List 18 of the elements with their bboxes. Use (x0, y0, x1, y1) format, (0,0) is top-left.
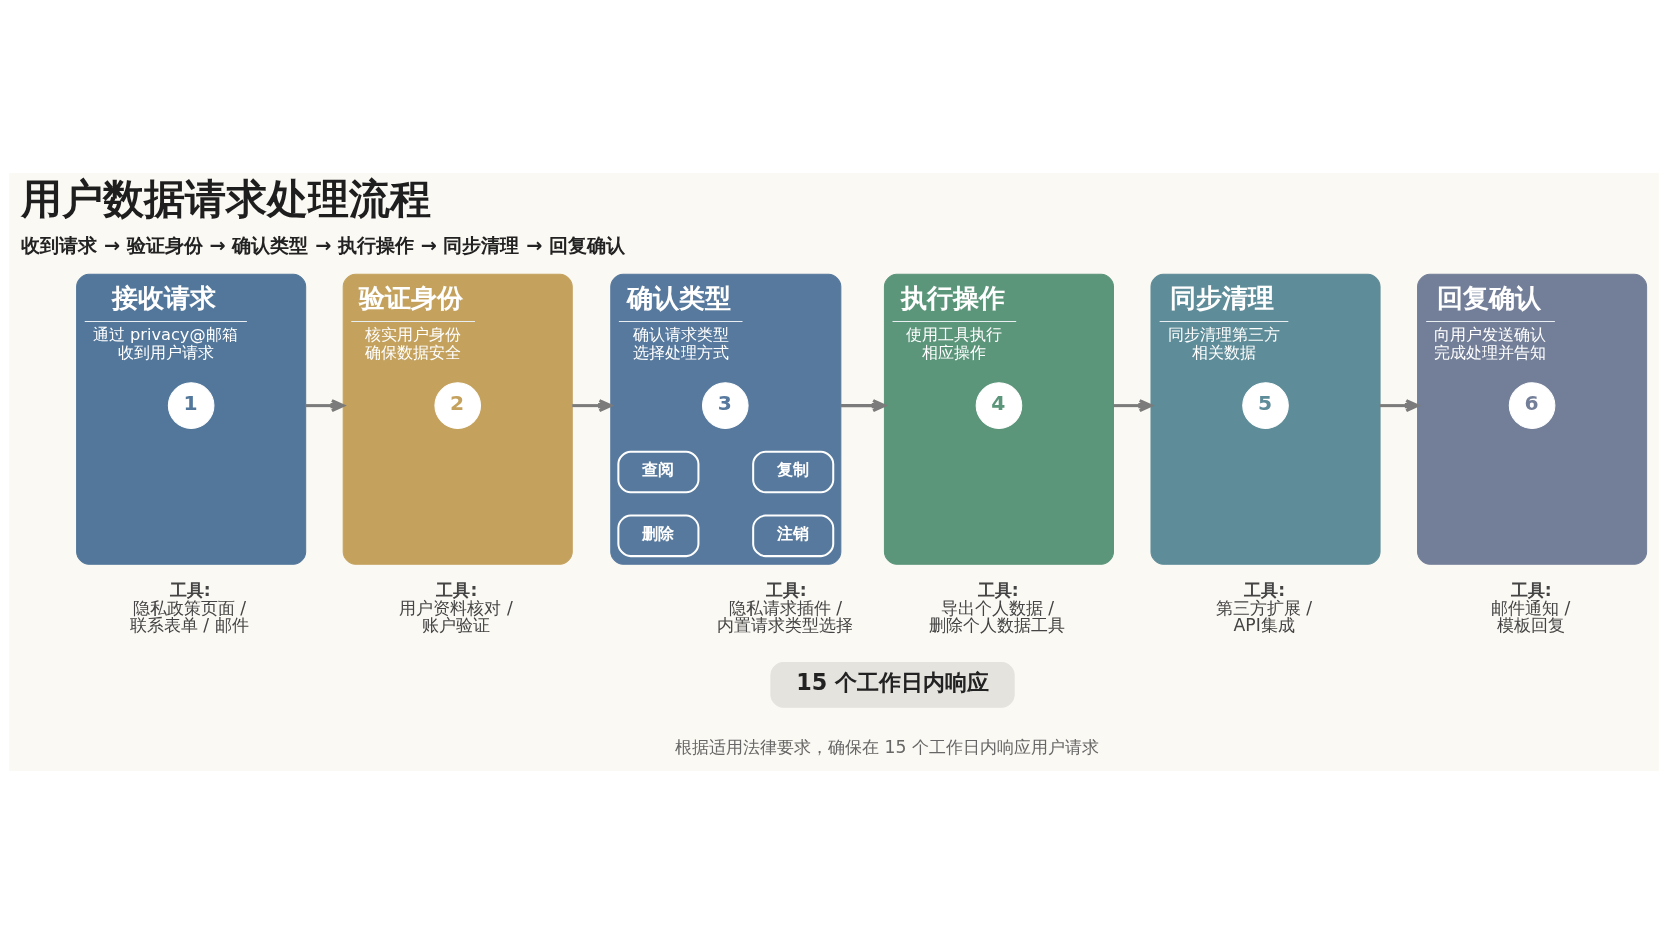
label: 收到请求 → 验证身份 → 确认类型 → 执行操作 → 同步清理 → 回复确认 (21, 233, 626, 257)
node-circle: 3 (702, 381, 749, 429)
node-box: 复制 (752, 450, 835, 493)
arrow (305, 398, 345, 412)
arrow (1113, 398, 1153, 412)
node-circle: 4 (975, 381, 1023, 429)
diagram-title: 用户数据请求处理流程 (21, 174, 432, 223)
arrow (1380, 398, 1420, 412)
node-box: 注销 (752, 514, 835, 557)
arrow (572, 398, 613, 412)
arrow (840, 398, 886, 412)
node-circle: 2 (434, 381, 482, 429)
node-circle: 6 (1508, 381, 1556, 429)
node-box: 查阅 (617, 450, 700, 493)
caption: 根据适用法律要求，确保在 15 个工作日内响应用户请求 (675, 736, 1099, 757)
node-box: 删除 (617, 514, 700, 557)
node-circle: 5 (1242, 381, 1289, 429)
node-circle: 1 (167, 381, 215, 429)
